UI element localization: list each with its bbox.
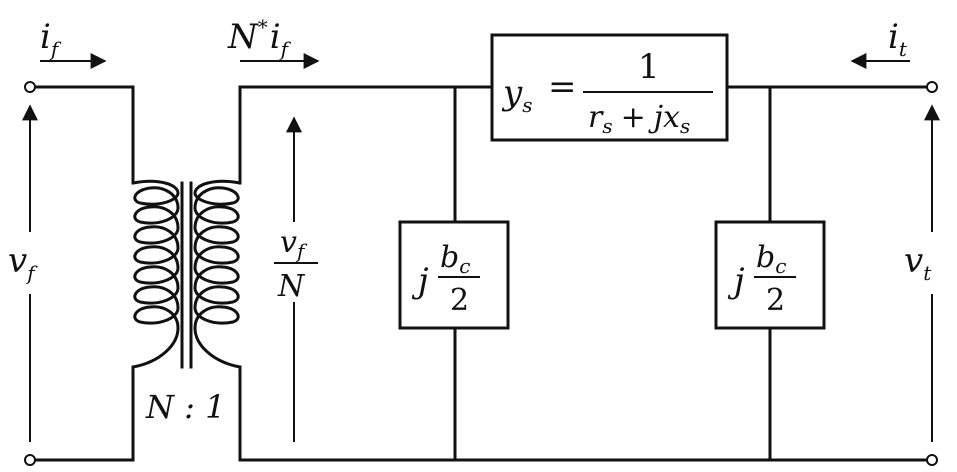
v-f-over-n-denominator: N [277,269,306,304]
ys-symbol: ys [501,73,532,117]
label-i-f: if [40,17,62,61]
v-t-label-bg [900,232,956,294]
label-i-t: it [888,17,908,61]
admittance-denominator: rs+jxs [588,100,690,138]
label-n-star-i-f: N*if [227,15,292,61]
v-f-label-bg [4,232,56,294]
turns-ratio-bg [140,383,234,427]
terminal-from-bottom [24,454,36,466]
shunt-left-numerator: bc [440,240,470,278]
shunt-left-denominator: 2 [450,283,469,318]
label-turns-ratio: N : 1 [145,388,225,426]
secondary-coil [193,179,241,369]
label-v-t: vt [904,241,932,285]
shunt-right-numerator: bc [756,240,786,278]
shunt-right-label: j bc 2 [727,240,796,318]
label-v-f-over-n: vf N [274,225,318,304]
terminal-from-top [24,81,36,93]
primary-coil [132,179,180,369]
shunt-right-denominator: 2 [766,283,785,318]
shunt-left-label: j bc 2 [411,240,480,318]
terminal-to-top [926,81,938,93]
transformer [132,179,241,369]
terminal-to-bottom [926,454,938,466]
equals-sign: = [548,67,577,107]
shunt-right-box [714,220,826,330]
series-admittance-box [490,33,729,142]
admittance-numerator: 1 [638,47,660,87]
series-admittance-label: ys = 1 rs+jxs [501,47,713,138]
wires [28,85,934,462]
shunt-left-box [398,220,510,330]
